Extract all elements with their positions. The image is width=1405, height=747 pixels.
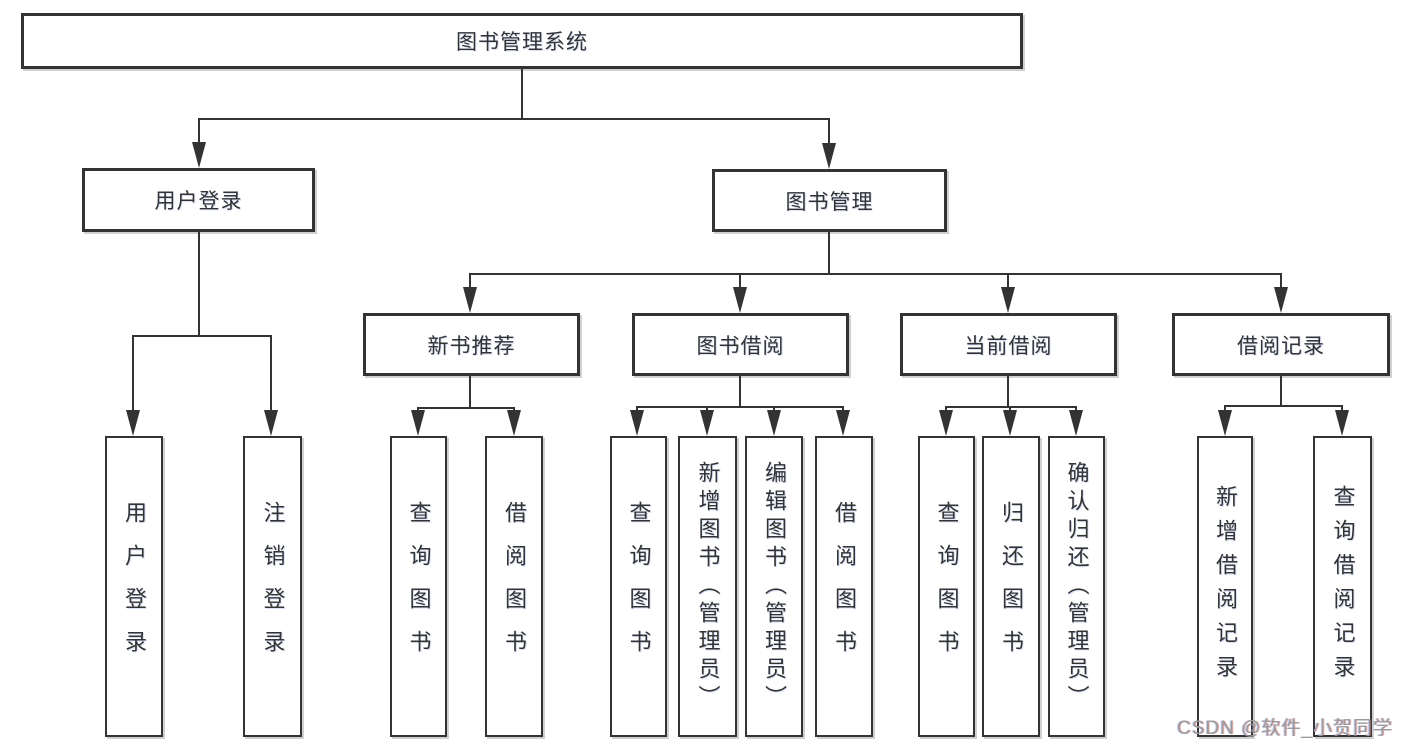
leaf-edit-book-admin: 编辑图书（管理员） bbox=[745, 436, 803, 737]
arrow-down-bb-leaf4 bbox=[836, 410, 850, 436]
leaf-add-borrow-record-label: 新增借阅记录 bbox=[1213, 484, 1238, 689]
arrow-down-cb-leaf3 bbox=[1069, 410, 1083, 436]
connector-borrow-record-stem bbox=[1280, 273, 1282, 293]
leaf-query-borrow-record-label: 查询借阅记录 bbox=[1330, 484, 1356, 689]
arrow-down-br-leaf2 bbox=[1335, 410, 1349, 436]
leaf-add-borrow-record: 新增借阅记录 bbox=[1197, 436, 1253, 737]
leaf-return-book-label: 归还图书 bbox=[999, 500, 1024, 673]
connector-user-login-branch bbox=[132, 335, 272, 337]
leaf-query-book-1: 查询图书 bbox=[390, 436, 447, 737]
leaf-query-book-3-label: 查询图书 bbox=[934, 500, 960, 673]
leaf-query-book-1-label: 查询图书 bbox=[406, 500, 432, 673]
leaf-add-book-admin: 新增图书（管理员） bbox=[678, 436, 737, 737]
connector-bb-branch bbox=[636, 406, 844, 408]
leaf-user-login: 用户登录 bbox=[105, 436, 163, 737]
node-book-management-label: 图书管理 bbox=[785, 190, 874, 214]
leaf-query-book-2: 查询图书 bbox=[610, 436, 667, 737]
node-root: 图书管理系统 bbox=[21, 13, 1023, 69]
arrow-down-br-leaf1 bbox=[1218, 410, 1232, 436]
leaf-edit-book-admin-label: 编辑图书（管理员） bbox=[762, 460, 787, 713]
arrow-down-new-book bbox=[463, 287, 477, 313]
connector-nbr-down bbox=[469, 376, 471, 409]
connector-cb-down bbox=[1007, 376, 1009, 408]
node-user-login-label: 用户登录 bbox=[154, 190, 243, 213]
arrow-down-bb-leaf2 bbox=[700, 410, 714, 436]
leaf-confirm-return-admin: 确认归还（管理员） bbox=[1048, 436, 1105, 737]
connector-book-mgmt-down bbox=[828, 232, 830, 275]
connector-cb-branch bbox=[945, 406, 1077, 408]
connector-leaf-user-login-stem bbox=[132, 335, 134, 415]
connector-root-branch bbox=[198, 118, 830, 120]
connector-br-branch bbox=[1224, 405, 1343, 407]
connector-bb-down bbox=[739, 376, 741, 408]
arrow-down-nbr-leaf1 bbox=[411, 410, 425, 436]
connector-book-borrow-stem bbox=[739, 273, 741, 293]
arrow-down-borrow-record bbox=[1274, 287, 1288, 313]
arrow-down-user-login bbox=[192, 142, 206, 168]
arrow-down-book-borrow bbox=[733, 287, 747, 313]
connector-user-login-down bbox=[198, 232, 200, 337]
arrow-down-bb-leaf3 bbox=[767, 410, 781, 436]
leaf-query-book-2-label: 查询图书 bbox=[626, 500, 652, 673]
connector-current-borrow-stem bbox=[1007, 273, 1009, 293]
leaf-borrow-book-2-label: 借阅图书 bbox=[832, 500, 857, 673]
arrow-down-leaf-logout bbox=[264, 410, 278, 436]
connector-br-down bbox=[1280, 376, 1282, 407]
leaf-borrow-book-2: 借阅图书 bbox=[815, 436, 873, 737]
arrow-down-current-borrow bbox=[1001, 287, 1015, 313]
leaf-add-book-admin-label: 新增图书（管理员） bbox=[695, 460, 721, 713]
arrow-down-nbr-leaf2 bbox=[507, 410, 521, 436]
leaf-user-login-label: 用户登录 bbox=[122, 500, 147, 673]
node-current-borrow-label: 当前借阅 bbox=[964, 334, 1053, 358]
leaf-query-borrow-record: 查询借阅记录 bbox=[1313, 436, 1372, 737]
csdn-watermark: CSDN @软件_小贺同学 bbox=[1177, 718, 1393, 739]
leaf-logout-login-label: 注销登录 bbox=[260, 500, 286, 673]
node-new-book-recommend: 新书推荐 bbox=[363, 313, 580, 376]
node-new-book-recommend-label: 新书推荐 bbox=[427, 334, 516, 358]
leaf-borrow-book-1: 借阅图书 bbox=[485, 436, 543, 737]
connector-user-login-stem bbox=[198, 118, 200, 148]
leaf-borrow-book-1-label: 借阅图书 bbox=[502, 500, 527, 673]
connector-new-book-stem bbox=[469, 273, 471, 293]
node-book-borrow: 图书借阅 bbox=[632, 313, 849, 376]
node-user-login: 用户登录 bbox=[82, 168, 315, 232]
node-borrow-record: 借阅记录 bbox=[1172, 313, 1390, 376]
leaf-return-book: 归还图书 bbox=[982, 436, 1040, 737]
leaf-query-book-3: 查询图书 bbox=[918, 436, 975, 737]
connector-nbr-branch bbox=[417, 407, 515, 409]
node-root-label: 图书管理系统 bbox=[456, 31, 588, 54]
node-current-borrow: 当前借阅 bbox=[900, 313, 1117, 376]
node-book-borrow-label: 图书借阅 bbox=[696, 334, 785, 358]
node-borrow-record-label: 借阅记录 bbox=[1237, 334, 1325, 358]
leaf-confirm-return-admin-label: 确认归还（管理员） bbox=[1064, 460, 1090, 713]
arrow-down-bb-leaf1 bbox=[630, 410, 644, 436]
arrow-down-leaf-user-login bbox=[126, 410, 140, 436]
connector-book-mgmt-branch bbox=[469, 273, 1282, 275]
arrow-down-cb-leaf1 bbox=[939, 410, 953, 436]
connector-root-stem bbox=[521, 69, 523, 120]
arrow-down-cb-leaf2 bbox=[1003, 410, 1017, 436]
leaf-logout-login: 注销登录 bbox=[243, 436, 302, 737]
connector-leaf-logout-stem bbox=[270, 335, 272, 415]
arrow-down-book-mgmt bbox=[822, 143, 836, 169]
connector-book-mgmt-stem bbox=[828, 118, 830, 148]
node-book-management: 图书管理 bbox=[712, 169, 947, 232]
